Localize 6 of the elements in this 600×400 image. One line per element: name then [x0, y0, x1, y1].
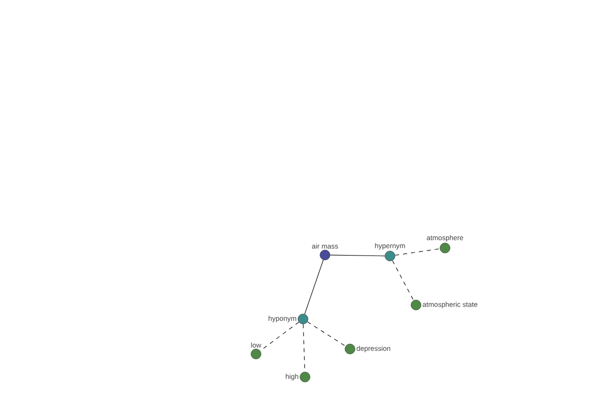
connector-line [307, 322, 346, 346]
connector-line [330, 254, 386, 256]
connector-line [304, 260, 324, 314]
connector-line [260, 322, 300, 352]
connector-line [392, 260, 414, 301]
connector-line [394, 248, 440, 256]
